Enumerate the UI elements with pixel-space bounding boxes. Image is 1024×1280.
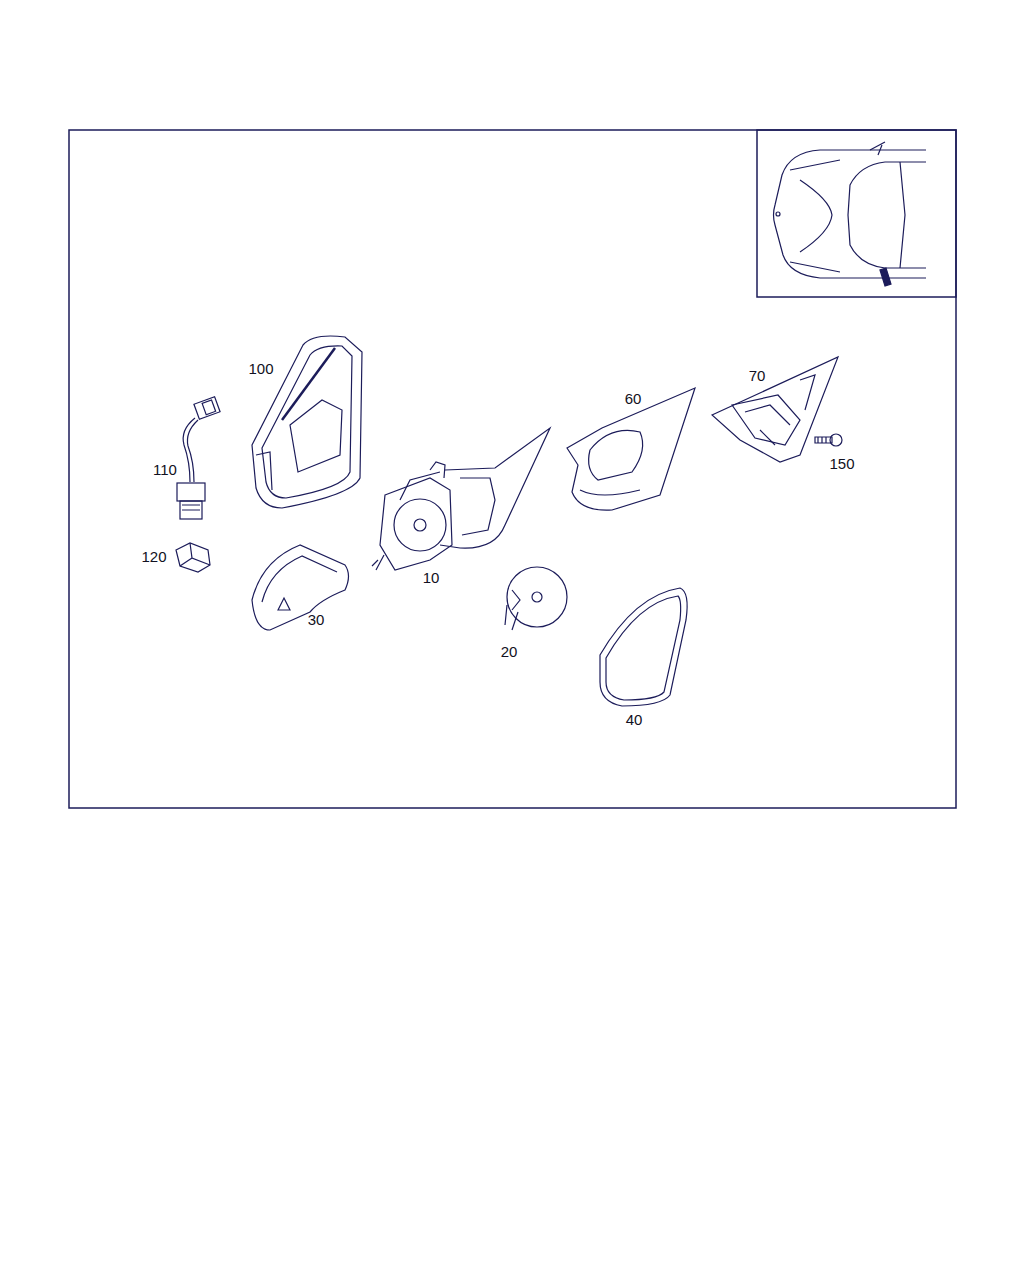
clip	[176, 543, 210, 572]
callout-number: 100	[248, 361, 273, 376]
callout-number: 40	[626, 712, 643, 727]
frame	[69, 130, 956, 808]
mirror-base	[372, 428, 550, 570]
base-cover	[567, 388, 695, 510]
mirror-glass	[600, 588, 687, 706]
callout-number: 110	[153, 462, 177, 477]
callout-number: 10	[423, 570, 440, 585]
callout-number: 120	[141, 549, 166, 564]
callout-number: 30	[308, 612, 325, 627]
callout-number: 20	[501, 644, 518, 659]
actuator	[505, 567, 567, 630]
cover-strip	[252, 545, 349, 630]
callout-number: 70	[749, 368, 766, 383]
wiring-harness	[177, 397, 220, 519]
callout-number: 150	[829, 456, 854, 471]
screw	[815, 434, 842, 446]
mounting-bracket	[712, 357, 838, 462]
location-inset	[757, 130, 956, 297]
callout-number: 60	[625, 391, 642, 406]
